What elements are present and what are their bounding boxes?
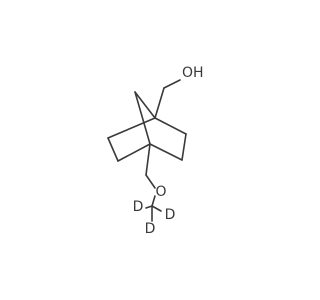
bond-c5-c4 (117, 143, 151, 162)
bond-bridge-c4 (134, 91, 151, 145)
bond-c3-c4 (149, 143, 183, 161)
atom-label-deuterium-2: D (165, 207, 176, 223)
bond-cd3-d1 (145, 205, 153, 209)
bond-ch2-o (145, 174, 156, 189)
bond-c4-ch2 (145, 143, 151, 176)
atom-labels: OH O D D D (133, 65, 204, 237)
bond-c1-ch2 (154, 87, 165, 119)
bond-c1-c2 (154, 117, 187, 135)
molecule-structure: OH O D D D (107, 65, 204, 237)
bond-c1-c6 (107, 117, 156, 139)
bond-ch2-oh (163, 79, 181, 89)
atom-label-ether-oxygen: O (155, 184, 166, 200)
bond-c1-bridge (134, 91, 156, 119)
atom-label-deuterium-3: D (145, 221, 156, 237)
bond-cd3-d2 (151, 205, 162, 212)
bond-c2-c3 (181, 133, 187, 161)
bond-c6-c5 (107, 137, 119, 162)
atom-label-hydroxyl: OH (182, 65, 204, 81)
bond-o-cd3 (151, 195, 156, 207)
atom-label-deuterium-1: D (133, 199, 144, 215)
bonds (107, 79, 187, 222)
